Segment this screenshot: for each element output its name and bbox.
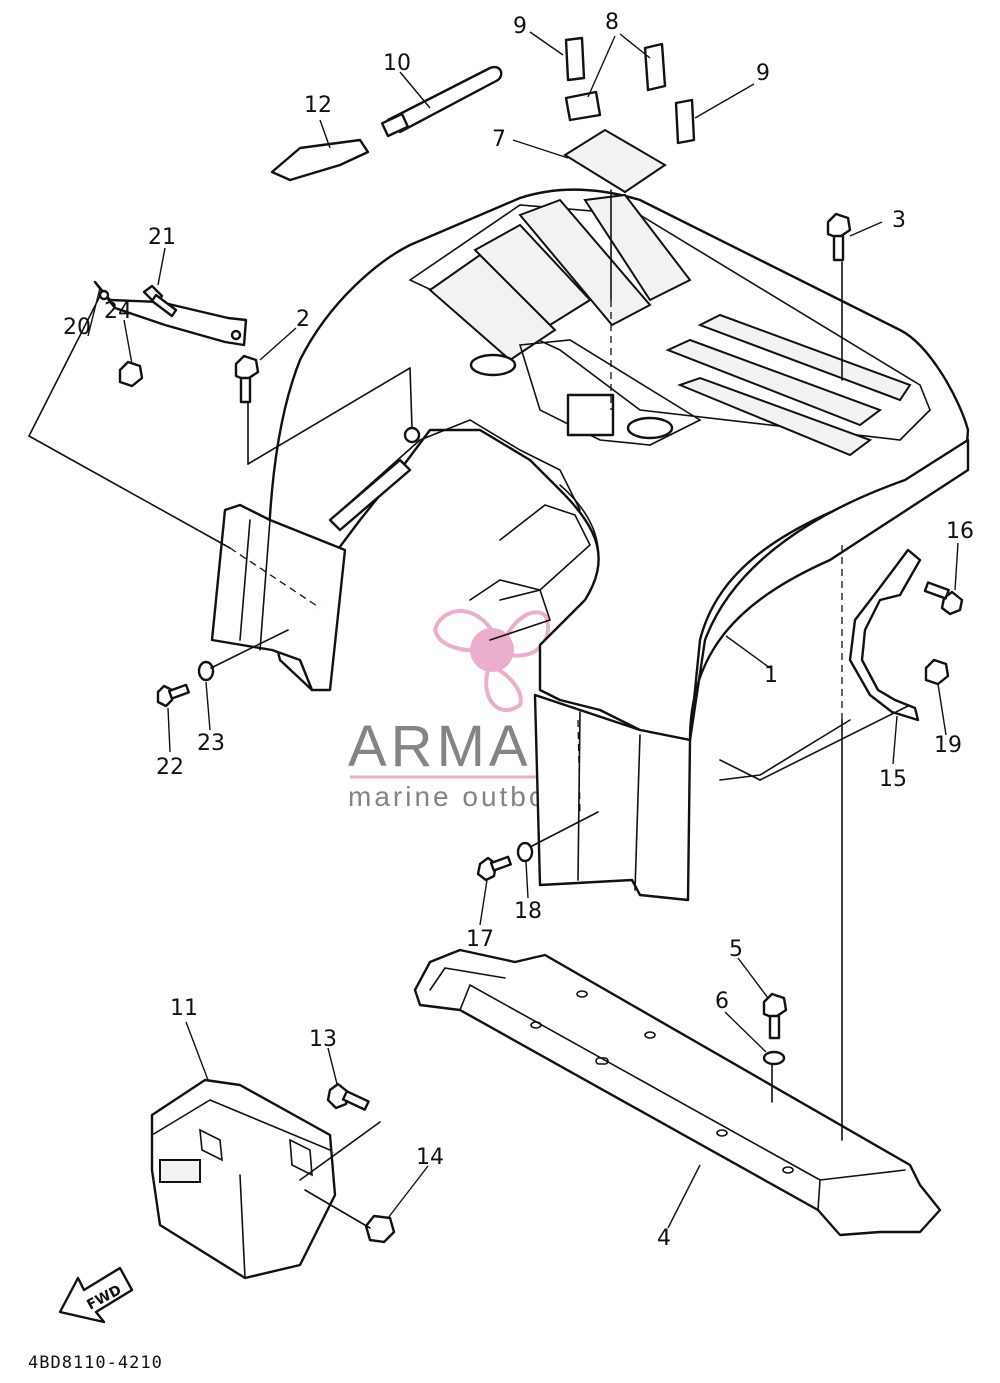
bolt-part-16 (923, 581, 964, 616)
callout-16: 16 (946, 519, 974, 544)
callout-2: 2 (296, 307, 310, 332)
washer-part-6 (762, 1050, 786, 1066)
cushion-part-8a (643, 42, 667, 92)
bracket-part-12 (270, 138, 370, 182)
callout-15: 15 (879, 767, 907, 792)
bolt-part-3 (826, 212, 852, 262)
box-part-11 (150, 1078, 337, 1280)
callout-7: 7 (492, 127, 506, 152)
callout-24: 24 (104, 299, 132, 324)
cushion-part-8b (564, 90, 602, 122)
callout-4: 4 (657, 1226, 671, 1251)
callout-20: 20 (63, 315, 91, 340)
callout-12: 12 (304, 93, 332, 118)
nut-part-19 (924, 658, 950, 686)
callout-11: 11 (170, 996, 198, 1021)
pad-part-7 (563, 128, 667, 194)
callout-17: 17 (466, 927, 494, 952)
propeller-icon (432, 609, 551, 712)
washer-part-18 (516, 841, 534, 863)
bolt-part-5 (762, 992, 788, 1040)
alignment-lines (28, 189, 909, 1229)
callout-21: 21 (148, 225, 176, 250)
callout-19: 19 (934, 733, 962, 758)
band-part-10 (380, 65, 503, 138)
nut-part-14 (364, 1214, 396, 1244)
callout-10: 10 (383, 51, 411, 76)
leader-lines (87, 31, 959, 1229)
callout-14: 14 (416, 1145, 444, 1170)
rear-fender (210, 188, 970, 902)
callout-23: 23 (197, 731, 225, 756)
callout-18: 18 (514, 899, 542, 924)
callout-6: 6 (715, 989, 729, 1014)
callout-5: 5 (729, 937, 743, 962)
bolt-part-2 (234, 354, 260, 404)
cushion-part-9a (564, 36, 586, 82)
bolt-part-17 (476, 855, 512, 882)
callout-1: 1 (764, 663, 778, 688)
bolt-part-21 (142, 284, 178, 318)
callout-9a: 9 (513, 14, 527, 39)
callout-labels: 1 2 3 4 5 6 7 8 9 9 10 11 12 13 14 15 16… (63, 10, 974, 1251)
cushion-part-9b (674, 98, 696, 145)
callout-22: 22 (156, 755, 184, 780)
nut-part-24 (118, 360, 144, 388)
stay-part-15 (848, 548, 922, 722)
bolt-part-13 (326, 1082, 370, 1111)
bolt-part-22 (156, 683, 190, 708)
diagram-code: 4BD8110-4210 (28, 1353, 163, 1373)
washer-part-23 (197, 660, 215, 682)
mud-guard-part-4 (413, 948, 942, 1237)
callout-8: 8 (605, 10, 619, 35)
callout-13: 13 (309, 1027, 337, 1052)
forward-arrow-icon: FWD (58, 1266, 134, 1324)
callout-9b: 9 (756, 61, 770, 86)
callout-3: 3 (892, 208, 906, 233)
